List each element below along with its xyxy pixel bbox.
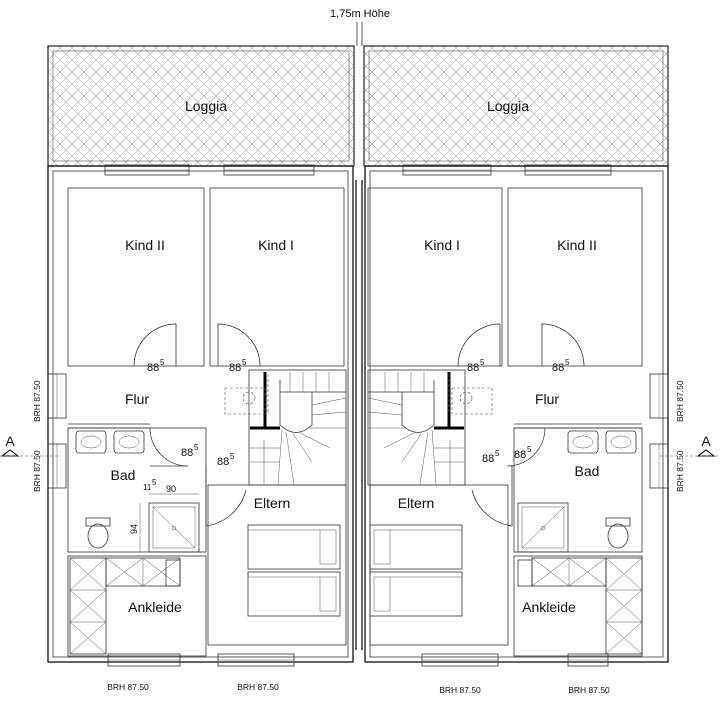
loggia-left: Loggia (47, 45, 355, 167)
door-label: 88 5 (482, 449, 500, 465)
top-windows (104, 164, 612, 176)
room-kind-ii-left: Kind II (67, 187, 205, 367)
svg-text:11: 11 (143, 483, 152, 492)
svg-text:A: A (5, 433, 15, 449)
door-label: 88 5 (217, 452, 235, 468)
svg-text:88: 88 (552, 362, 564, 374)
svg-text:88: 88 (514, 449, 526, 461)
staircase-left (248, 369, 347, 486)
shower-icon (148, 502, 200, 553)
svg-text:Loggia: Loggia (487, 98, 529, 114)
room-eltern-left: Eltern (207, 484, 347, 646)
brh-label: BRH 87.50 (439, 685, 481, 695)
svg-text:Eltern: Eltern (254, 495, 291, 511)
room-kind-i-right: Kind I (367, 187, 503, 367)
door-label: 88 5 (467, 358, 485, 374)
svg-text:88: 88 (181, 447, 193, 459)
svg-text:A: A (701, 433, 711, 449)
svg-text:Ankleide: Ankleide (128, 599, 182, 615)
sink-icon (113, 430, 145, 454)
svg-text:88: 88 (147, 362, 159, 374)
svg-text:5: 5 (152, 478, 157, 487)
bed-icon (369, 524, 463, 617)
svg-text:5: 5 (160, 358, 165, 367)
attic-hatch-right (448, 374, 493, 415)
brh-label: BRH 87.50 (675, 380, 685, 422)
door-label: 88 5 (229, 358, 247, 374)
svg-text:Bad: Bad (111, 467, 136, 483)
section-marker-left: A (0, 433, 58, 457)
brh-label: BRH 87.50 (32, 450, 42, 492)
svg-text:5: 5 (480, 358, 485, 367)
loggia-right: Loggia (363, 45, 669, 167)
svg-text:90: 90 (166, 484, 176, 494)
side-windows-right (649, 373, 669, 489)
brh-label: BRH 87.50 (107, 682, 149, 692)
brh-label: BRH 87.50 (568, 685, 610, 695)
shower-icon (517, 502, 569, 553)
room-ankleide-left: Ankleide (67, 555, 207, 657)
svg-text:Ankleide: Ankleide (522, 599, 576, 615)
staircase-right (367, 369, 466, 486)
svg-text:Loggia: Loggia (185, 98, 227, 114)
svg-text:88: 88 (467, 362, 479, 374)
room-flur-right: Flur (535, 391, 559, 407)
room-kind-i-left: Kind I (209, 187, 345, 367)
attic-hatch-left (224, 374, 269, 415)
room-ankleide-right: Ankleide (513, 555, 643, 657)
kind-door-swings (133, 323, 585, 367)
sink-icon (567, 430, 599, 454)
svg-text:88: 88 (217, 456, 229, 468)
svg-text:5: 5 (242, 358, 247, 367)
room-bad-right: Bad (513, 427, 643, 553)
bottom-windows (107, 653, 609, 667)
svg-text:5: 5 (230, 452, 235, 461)
bed-icon (247, 524, 341, 617)
sink-icon (605, 430, 637, 454)
svg-text:94: 94 (129, 524, 139, 534)
svg-text:Kind I: Kind I (424, 237, 460, 253)
svg-text:Kind II: Kind II (557, 237, 597, 253)
svg-text:88: 88 (229, 362, 241, 374)
svg-text:88: 88 (482, 453, 494, 465)
svg-text:Eltern: Eltern (398, 495, 435, 511)
sink-icon (75, 430, 107, 454)
toilet-icon (85, 517, 111, 549)
door-label: 88 5 (514, 445, 532, 461)
brh-label: BRH 87.50 (237, 682, 279, 692)
door-label: 88 5 (147, 358, 165, 374)
door-label: 88 5 (181, 443, 199, 459)
toilet-icon (605, 517, 631, 549)
svg-text:5: 5 (495, 449, 500, 458)
room-eltern-right: Eltern (369, 484, 509, 646)
brh-label: BRH 87.50 (32, 380, 42, 422)
svg-text:Bad: Bad (575, 463, 600, 479)
section-marker-right: A (660, 433, 720, 457)
wardrobe-right (517, 557, 643, 655)
shower-dimension: 90 11 5 94 (129, 478, 199, 552)
bath-door-swings (149, 427, 546, 527)
wardrobe-left (69, 557, 181, 655)
door-label: 88 5 (552, 358, 570, 374)
svg-text:Kind II: Kind II (125, 237, 165, 253)
svg-text:5: 5 (527, 445, 532, 454)
flur-walls (68, 423, 642, 429)
side-windows-left (47, 373, 67, 489)
svg-text:5: 5 (565, 358, 570, 367)
brh-label: BRH 87.50 (675, 450, 685, 492)
svg-text:Kind I: Kind I (258, 237, 294, 253)
height-label: 1,75m Höhe (330, 8, 390, 20)
room-flur-left: Flur (125, 391, 149, 407)
room-kind-ii-right: Kind II (507, 187, 643, 367)
svg-text:5: 5 (194, 443, 199, 452)
